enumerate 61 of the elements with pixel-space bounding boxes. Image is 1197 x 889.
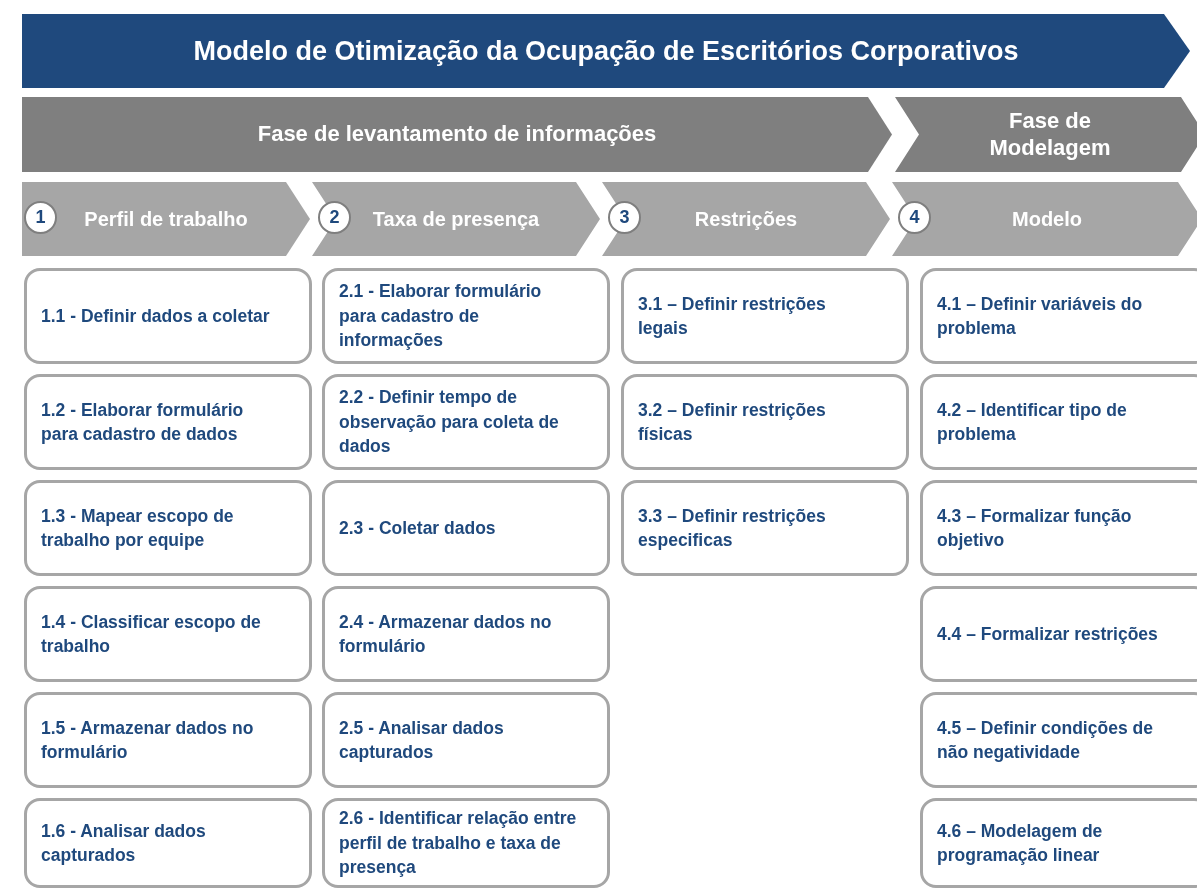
- task-label: 4.2 – Identificar tipo de problema: [937, 398, 1128, 446]
- task-label: 3.3 – Definir restrições especificas: [638, 504, 827, 552]
- task-label: 1.5 - Armazenar dados no formulário: [41, 716, 255, 764]
- task-box: [24, 798, 312, 888]
- task-box: [920, 480, 1197, 576]
- step-number: 2: [329, 207, 340, 228]
- task-box: [920, 586, 1197, 682]
- task-label: 4.6 – Modelagem de programação linear: [937, 819, 1104, 867]
- task-label: 4.4 – Formalizar restrições: [937, 622, 1158, 646]
- phase-label: Taxa de presença: [372, 207, 540, 231]
- task-box: [24, 374, 312, 470]
- task-box: [920, 268, 1197, 364]
- step-header: [602, 182, 890, 256]
- task-box: [322, 692, 610, 788]
- task-label: 1.1 - Definir dados a coletar: [41, 304, 270, 328]
- task-box: [24, 480, 312, 576]
- number-circle: [318, 201, 351, 234]
- task-box: [322, 374, 610, 470]
- task-label: 1.2 - Elaborar formulário para cadastro de dados: [41, 398, 245, 446]
- task-label: 2.4 - Armazenar dados no formulário: [339, 610, 553, 658]
- task-box: [920, 692, 1197, 788]
- task-label: 4.5 – Definir condições de não negatividade: [937, 716, 1154, 764]
- task-box: [621, 374, 909, 470]
- task-box: [322, 586, 610, 682]
- phase-label: Fase de Modelagem: [988, 108, 1112, 161]
- number-circle: [898, 201, 931, 234]
- task-box: [920, 374, 1197, 470]
- task-label: 1.6 - Analisar dados capturados: [41, 819, 207, 867]
- task-box: [24, 586, 312, 682]
- task-box: [322, 798, 610, 888]
- phase-label: Restrições: [694, 207, 798, 231]
- step-number: 1: [35, 207, 46, 228]
- task-box: [322, 268, 610, 364]
- phase-label: Modelo: [1012, 207, 1082, 231]
- task-label: 2.5 - Analisar dados capturados: [339, 716, 505, 764]
- task-box: [24, 268, 312, 364]
- step-number: 3: [619, 207, 630, 228]
- task-label: 2.6 - Identificar relação entre perfil de trabalho e taxa de presença: [339, 807, 577, 880]
- task-label: 4.1 – Definir variáveis do problema: [937, 292, 1144, 340]
- number-circle: [24, 201, 57, 234]
- task-box: [322, 480, 610, 576]
- task-label: 2.3 - Coletar dados: [339, 516, 496, 540]
- task-label: 1.4 - Classificar escopo de trabalho: [41, 610, 262, 658]
- phase-label: Fase de levantamento de informações: [257, 121, 657, 148]
- task-label: 2.1 - Elaborar formulário para cadastro de informações: [339, 280, 543, 353]
- task-box: [621, 480, 909, 576]
- step-number: 4: [909, 207, 920, 228]
- task-label: 2.2 - Definir tempo de observação para coleta de dados: [339, 386, 560, 459]
- step-header: [312, 182, 600, 256]
- number-circle: [608, 201, 641, 234]
- phase-label: Perfil de trabalho: [84, 207, 248, 231]
- task-label: 4.3 – Formalizar função objetivo: [937, 504, 1133, 552]
- task-box: [920, 798, 1197, 888]
- phase-band: [22, 97, 892, 172]
- title: Modelo de Otimização da Ocupação de Escritórios Corporativos: [193, 35, 1019, 67]
- task-label: 3.1 – Definir restrições legais: [638, 292, 827, 340]
- step-header: [22, 182, 310, 256]
- task-box: [621, 268, 909, 364]
- task-label: 3.2 – Definir restrições físicas: [638, 398, 827, 446]
- task-box: [24, 692, 312, 788]
- task-label: 1.3 - Mapear escopo de trabalho por equipe: [41, 504, 235, 552]
